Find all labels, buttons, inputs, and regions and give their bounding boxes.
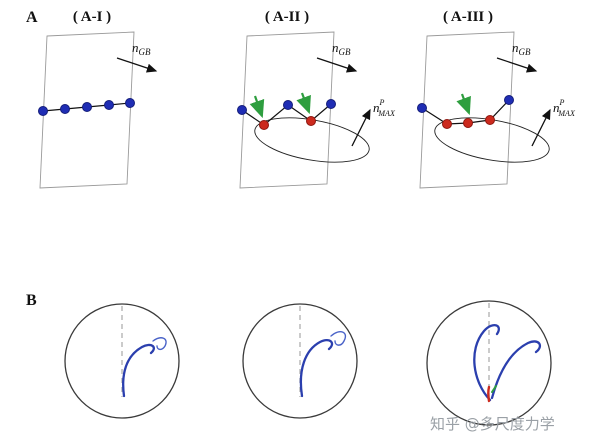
n-gb-label: nGB bbox=[332, 40, 351, 57]
dislocation-curve bbox=[122, 343, 155, 398]
red-dot bbox=[463, 118, 473, 128]
subpanel-a3-title: ( A-III ) bbox=[443, 9, 493, 25]
n-max-label: nP MAX bbox=[553, 98, 576, 118]
n-gb-arrow bbox=[316, 57, 358, 73]
n-gb-sub: GB bbox=[519, 47, 531, 57]
red-dot bbox=[259, 120, 269, 130]
simulation-snapshot-3 bbox=[426, 300, 552, 426]
red-dot bbox=[306, 116, 316, 126]
n-max-base: n bbox=[553, 100, 560, 115]
subpanel-a1: nGB bbox=[38, 31, 158, 189]
n-gb-label: nGB bbox=[132, 40, 151, 57]
n-gb-base: n bbox=[512, 40, 519, 55]
n-gb-label: nGB bbox=[512, 40, 531, 57]
dislocation-curve bbox=[299, 338, 334, 398]
red-dot bbox=[442, 119, 452, 129]
dislocation-curve bbox=[490, 340, 542, 400]
blue-dot bbox=[38, 106, 48, 116]
n-max-sup: P bbox=[379, 98, 385, 107]
dislocation-curve bbox=[152, 337, 167, 351]
n-gb-arrow bbox=[496, 57, 538, 73]
dislocation-curve bbox=[330, 331, 347, 346]
n-max-sub: MAX bbox=[557, 109, 576, 118]
subpanel-a2-title: ( A-II ) bbox=[265, 9, 309, 25]
reaction-segment-green bbox=[491, 385, 497, 393]
green-arrow-icon bbox=[296, 92, 311, 115]
n-max-arrow bbox=[531, 108, 551, 147]
simulation-boundary-circle bbox=[64, 303, 180, 419]
panel-b-label: B bbox=[26, 292, 37, 309]
red-dot bbox=[485, 115, 495, 125]
blue-dot bbox=[283, 100, 293, 110]
n-max-label: nP MAX bbox=[373, 98, 396, 118]
blue-dot bbox=[104, 100, 114, 110]
n-gb-base: n bbox=[132, 40, 139, 55]
n-gb-sub: GB bbox=[339, 47, 351, 57]
grain-boundary-plane bbox=[39, 31, 135, 189]
n-max-arrow bbox=[351, 108, 371, 147]
n-gb-base: n bbox=[332, 40, 339, 55]
n-gb-sub: GB bbox=[139, 47, 151, 57]
slip-plane-loop bbox=[434, 117, 550, 163]
dislocation-curve bbox=[473, 324, 500, 402]
blue-dot bbox=[417, 103, 427, 113]
grain-boundary-plane bbox=[419, 31, 515, 189]
blue-dot bbox=[326, 99, 336, 109]
green-arrow-icon bbox=[249, 95, 265, 119]
n-gb-arrow bbox=[116, 57, 158, 73]
blue-dot bbox=[60, 104, 70, 114]
n-max-sub: MAX bbox=[377, 109, 396, 118]
blue-dot bbox=[82, 102, 92, 112]
simulation-snapshot-1 bbox=[64, 303, 180, 419]
blue-dot bbox=[504, 95, 514, 105]
green-arrow-icon bbox=[456, 93, 471, 116]
subpanel-a1-title: ( A-I ) bbox=[73, 9, 111, 25]
simulation-boundary-circle bbox=[426, 300, 552, 426]
simulation-snapshot-2 bbox=[242, 303, 358, 419]
blue-dot bbox=[125, 98, 135, 108]
watermark: 知乎 @多尺度力学 bbox=[430, 415, 555, 433]
simulation-boundary-circle bbox=[242, 303, 358, 419]
panel-a-label: A bbox=[26, 9, 38, 26]
n-max-sup: P bbox=[559, 98, 565, 107]
grain-boundary-plane bbox=[239, 31, 335, 189]
reaction-segment-red bbox=[487, 385, 491, 403]
blue-dot bbox=[237, 105, 247, 115]
n-max-base: n bbox=[373, 100, 380, 115]
